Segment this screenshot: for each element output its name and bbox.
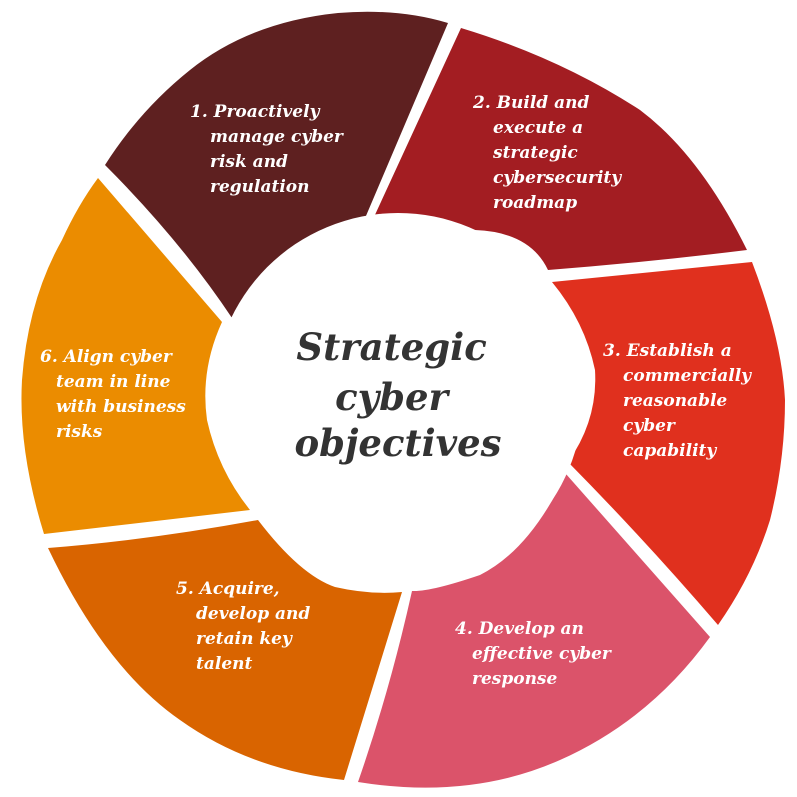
- center-title: Strategic cyber objectives: [294, 325, 501, 465]
- segment-4-shape: [358, 474, 710, 788]
- segment-4-label: 4. Develop an effective cyber response: [455, 619, 617, 689]
- segments: [21, 11, 785, 788]
- segment-6-shape: [21, 178, 250, 534]
- segment-2-shape: [368, 28, 747, 270]
- center-title-line-1: Strategic: [296, 325, 486, 369]
- segment-labels: 1. Proactively manage cyber risk and reg…: [40, 93, 757, 689]
- center-circle: [213, 213, 583, 583]
- segment-3-label: 3. Establish a commercially reasonable c…: [603, 341, 757, 461]
- segment-5-shape: [48, 520, 402, 780]
- segment-2-label: 2. Build and execute a strategic cyberse…: [472, 93, 627, 213]
- segment-3-shape: [552, 262, 785, 625]
- segment-6-label: 6. Align cyber team in line with busines…: [40, 347, 192, 442]
- center-title-line-2: cyber: [335, 375, 450, 419]
- center-title-line-3: objectives: [294, 421, 501, 465]
- segment-5-label: 5. Acquire, develop and retain key talen…: [176, 579, 316, 674]
- segment-1-shape: [105, 11, 448, 318]
- segment-1-label: 1. Proactively manage cyber risk and reg…: [190, 102, 349, 197]
